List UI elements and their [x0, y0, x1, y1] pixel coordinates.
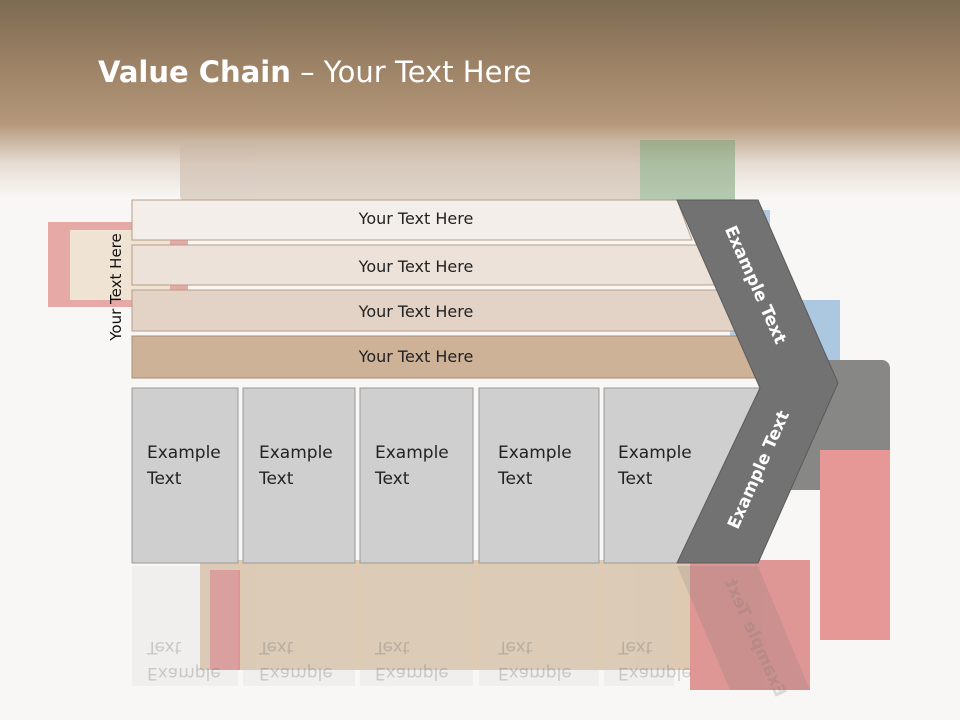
page-title: Value Chain – Your Text Here: [98, 55, 532, 89]
side-label: Your Text Here: [107, 233, 125, 341]
band-label-3: Your Text Here: [358, 302, 474, 321]
chevron-arrow: [676, 199, 839, 564]
band-label-2: Your Text Here: [358, 257, 474, 276]
band-label-4: Your Text Here: [358, 347, 474, 366]
cell-shape-1: [131, 387, 239, 564]
band-label-1: Your Text Here: [358, 209, 474, 228]
cell-shape-3: [359, 387, 474, 564]
cell-shape-2: [242, 387, 356, 564]
band-shape-1: [131, 199, 693, 241]
cell-shape-4: [478, 387, 600, 564]
